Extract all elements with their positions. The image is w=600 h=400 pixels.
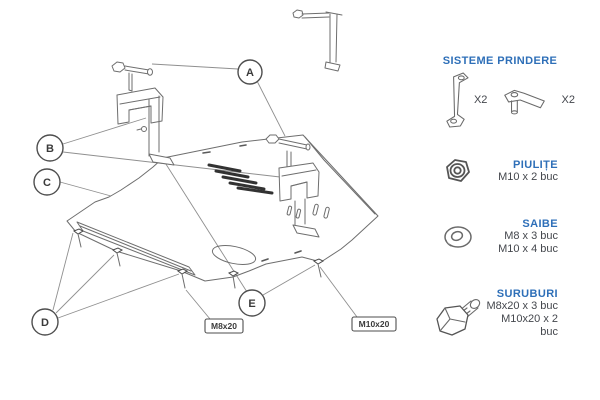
nuts-title: PIULIȚE bbox=[513, 158, 558, 171]
nuts-spec-1: M10 x 2 buc bbox=[498, 170, 558, 183]
fasteners-title: SISTEME PRINDERE bbox=[442, 55, 558, 67]
z-bracket-icon bbox=[446, 72, 469, 128]
hanging-strap bbox=[292, 9, 343, 72]
washers-title: SAIBE bbox=[522, 218, 558, 230]
fasteners-row: X2 X2 bbox=[443, 71, 575, 129]
left-bracket-clamp bbox=[116, 87, 164, 125]
washers-spec-2: M10 x 4 buc bbox=[498, 243, 558, 255]
bolts-spec-2: M10x20 x 2 buc bbox=[501, 313, 558, 338]
left-bracket-bolt-head bbox=[111, 61, 126, 73]
legend-section-nuts: PIULIȚE M10 x 2 buc bbox=[433, 155, 575, 187]
label-m8x20: M8x20 bbox=[211, 321, 237, 331]
bolts-spec-1: M8x20 x 3 buc bbox=[486, 300, 558, 312]
left-bracket-pin bbox=[128, 72, 133, 92]
left-bracket-post bbox=[148, 95, 160, 157]
edge-bolts bbox=[72, 228, 325, 289]
callout-d-label: D bbox=[41, 317, 49, 329]
bolt-icon bbox=[436, 298, 481, 336]
plate-hole-marks bbox=[159, 144, 302, 262]
right-bracket-post bbox=[294, 198, 306, 227]
callout-c-label: C bbox=[43, 177, 51, 189]
label-m10x20: M10x20 bbox=[359, 319, 390, 329]
bolt-m8-3 bbox=[176, 268, 189, 289]
plate-slots bbox=[286, 203, 330, 219]
right-bracket bbox=[265, 134, 320, 238]
legend-section-bolts: SURUBURI M8x20 x 3 buc M10x20 x 2 buc bbox=[433, 288, 575, 339]
t-bracket-qty: X2 bbox=[561, 94, 575, 106]
bolt-m8-1 bbox=[72, 228, 85, 248]
left-bracket bbox=[111, 61, 175, 166]
right-bracket-bolt-head bbox=[265, 134, 280, 144]
skid-plate bbox=[66, 134, 379, 282]
bolt-m10-1 bbox=[227, 270, 240, 289]
callouts: A B C D E bbox=[31, 59, 266, 336]
callout-c: C bbox=[33, 168, 61, 196]
bolts-title: SURUBURI bbox=[496, 288, 558, 300]
callout-d: D bbox=[31, 308, 59, 336]
bolt-size-labels: M8x20 M10x20 bbox=[204, 316, 397, 334]
plate-channel bbox=[76, 221, 196, 276]
label-box-m10x20: M10x20 bbox=[351, 316, 397, 332]
plate-outline bbox=[66, 134, 379, 282]
bolt-m10-2 bbox=[312, 258, 325, 278]
callout-a-label: A bbox=[246, 67, 254, 79]
callout-b-label: B bbox=[46, 143, 54, 155]
legend-section-washers: SAIBE M8 x 3 buc M10 x 4 buc bbox=[433, 218, 575, 256]
plate-oval-hole bbox=[211, 245, 257, 265]
t-bracket-icon bbox=[504, 89, 546, 115]
vent-slats bbox=[207, 163, 274, 195]
washers-spec-1: M8 x 3 buc bbox=[504, 230, 558, 242]
washer-icon bbox=[444, 226, 472, 248]
callout-e-label: E bbox=[248, 298, 255, 310]
callout-b: B bbox=[36, 134, 64, 162]
right-bracket-clamp bbox=[278, 162, 320, 202]
label-box-m8x20: M8x20 bbox=[204, 318, 244, 334]
right-bracket-foot bbox=[292, 224, 320, 238]
z-bracket-qty: X2 bbox=[473, 94, 488, 106]
bolt-m8-2 bbox=[111, 247, 124, 267]
left-bracket-foot bbox=[148, 153, 175, 166]
callout-e: E bbox=[238, 289, 266, 317]
leader-lines bbox=[52, 63, 358, 320]
nut-icon bbox=[446, 159, 470, 182]
callout-a: A bbox=[237, 59, 263, 85]
